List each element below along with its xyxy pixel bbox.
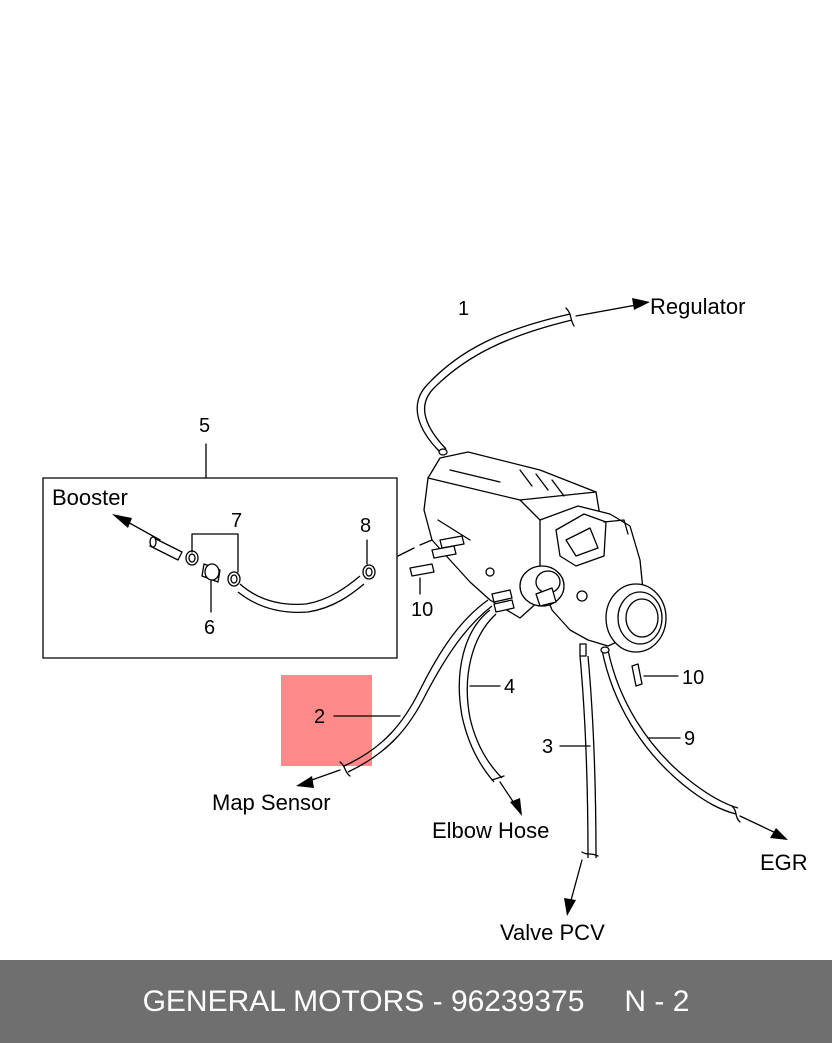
- hose-2[interactable]: [339, 599, 493, 777]
- callout-10-left: 10: [411, 599, 433, 621]
- label-valve-pcv: Valve PCV: [500, 920, 605, 945]
- arrowhead-map-sensor: [296, 776, 314, 788]
- arrow-valve-pcv: [569, 859, 583, 905]
- label-booster: Booster: [52, 485, 128, 510]
- label-elbow-hose: Elbow Hose: [432, 818, 549, 843]
- vacuum-hose-diagram: Regulator 1 5 Booster 7 6 8 10: [42, 294, 808, 945]
- booster-hose-assembly[interactable]: [149, 536, 376, 614]
- callout-3: 3: [542, 736, 553, 758]
- label-map-sensor: Map Sensor: [212, 790, 331, 815]
- arrowhead-valve-pcv: [564, 898, 576, 916]
- arrowhead-egr: [770, 828, 788, 840]
- callout-5: 5: [199, 415, 210, 437]
- callout-6: 6: [204, 617, 215, 639]
- label-regulator: Regulator: [650, 294, 745, 319]
- arrowhead-booster: [112, 514, 132, 528]
- callout-1: 1: [458, 298, 469, 320]
- pin-10-left[interactable]: [409, 563, 435, 577]
- footer-page: N - 2: [624, 984, 690, 1018]
- callout-8: 8: [360, 515, 371, 537]
- footer-bar: GENERAL MOTORS - 96239375 N - 2: [0, 960, 832, 1043]
- hose-9[interactable]: [600, 646, 741, 823]
- hose-4[interactable]: [458, 609, 505, 783]
- callout-2: 2: [314, 706, 325, 728]
- connection-booster: [397, 539, 433, 557]
- callout-4: 4: [504, 676, 515, 698]
- highlight-box-part-2[interactable]: [281, 675, 372, 766]
- throttle-body: [423, 451, 667, 657]
- booster-detail-box: [42, 477, 398, 659]
- hose-3[interactable]: [579, 655, 599, 859]
- callout-10-right: 10: [682, 667, 704, 689]
- pin-10-right[interactable]: [631, 663, 643, 687]
- arrow-egr: [739, 815, 779, 835]
- arrowhead-regulator: [632, 298, 650, 310]
- hose-1[interactable]: [416, 307, 575, 456]
- callout-7: 7: [231, 510, 242, 532]
- callout-9: 9: [684, 728, 695, 750]
- footer-text: GENERAL MOTORS - 96239375: [142, 984, 585, 1018]
- label-egr: EGR: [760, 850, 808, 875]
- leader-7: [191, 533, 239, 573]
- arrowhead-elbow-hose: [510, 798, 522, 816]
- arrow-regulator: [575, 303, 643, 317]
